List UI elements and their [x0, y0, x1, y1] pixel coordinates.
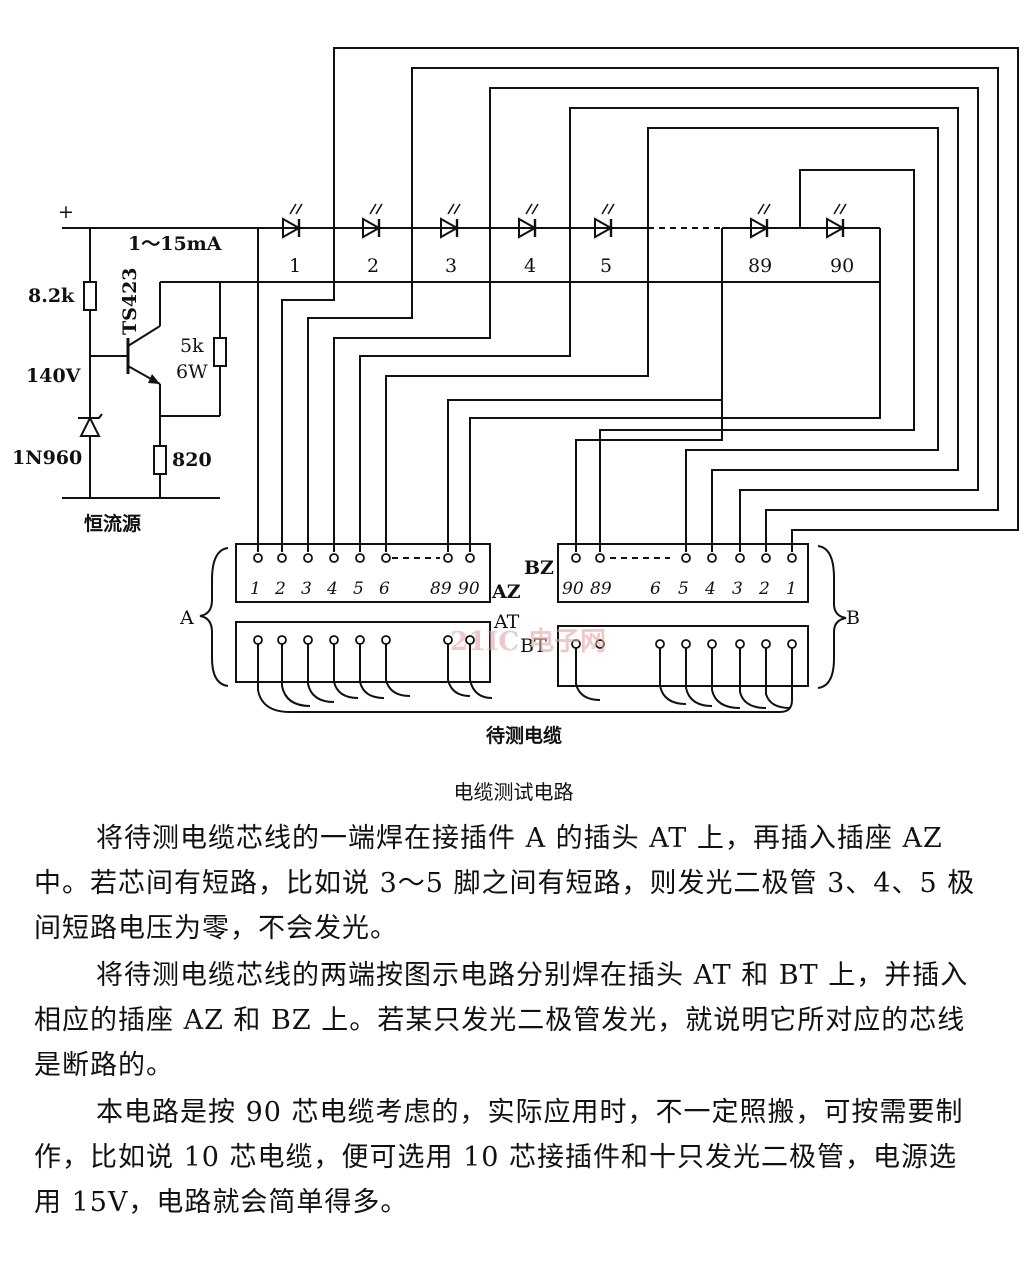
led-2 — [361, 202, 384, 239]
resistor-8.2k — [83, 281, 97, 311]
bz-pin-4: 4 — [704, 579, 716, 599]
az-pin-4: 4 — [326, 579, 338, 599]
transistor-label: TS423 — [119, 267, 141, 335]
bz-pin-90: 90 — [562, 579, 584, 599]
b-label: B — [846, 607, 860, 629]
paragraph-3: 本电路是按 90 芯电缆考虑的，实际应用时，不一定照搬，可按需要制作，比如说 1… — [34, 1097, 964, 1218]
az-pin-5: 5 — [353, 579, 364, 599]
bz-pin-1: 1 — [786, 579, 797, 599]
led-label-90: 90 — [830, 255, 854, 277]
az-pin-89: 89 — [430, 579, 452, 599]
r1-label: 8.2k — [28, 285, 75, 307]
led-89 — [749, 202, 772, 239]
a-label: A — [179, 607, 194, 629]
led-1 — [281, 202, 304, 239]
at-plug — [235, 621, 491, 683]
r-load-label-2: 6W — [176, 361, 208, 383]
led-5 — [593, 202, 616, 239]
bz-pin-5: 5 — [678, 579, 689, 599]
cable-under-test: 待测电缆 — [257, 644, 793, 747]
bt-plug — [557, 625, 809, 687]
bz-pin-89: 89 — [590, 579, 612, 599]
led-3 — [439, 202, 462, 239]
r-emitter-label: 820 — [172, 449, 212, 471]
az-label: AZ — [491, 581, 521, 603]
led-label-89: 89 — [748, 255, 772, 277]
az-pin-1: 1 — [250, 579, 261, 599]
connector-a: 1 2 3 4 5 6 89 90 AZ AT A — [179, 543, 521, 687]
az-pin-2: 2 — [274, 579, 286, 599]
plus-label: + — [58, 201, 74, 223]
bz-pin-2: 2 — [758, 579, 770, 599]
bz-socket — [557, 543, 809, 603]
paragraph-2: 将待测电缆芯线的两端按图示电路分别焊在插头 AT 和 BT 上，并插入相应的插座… — [34, 960, 969, 1081]
diode-label: 1N960 — [12, 447, 82, 469]
led-label-5: 5 — [600, 255, 612, 277]
cable-test-circuit-diagram: + 8.2k 140V 1N960 恒流源 TS423 — [12, 47, 1019, 747]
current-label: 1～15mA — [128, 233, 222, 255]
source-label: 恒流源 — [84, 512, 141, 535]
voltage-label: 140V — [26, 365, 82, 387]
figure-caption: 电缆测试电路 — [453, 780, 574, 804]
led-label-1: 1 — [289, 255, 301, 277]
resistor-820 — [153, 445, 167, 475]
connector-b: 90 89 6 5 4 3 2 1 BZ BT B — [520, 543, 860, 689]
az-socket — [235, 543, 491, 603]
az-pin-90: 90 — [458, 579, 480, 599]
zener-diode — [78, 412, 103, 498]
bt-label: BT — [520, 635, 547, 657]
bz-pin-6: 6 — [650, 579, 661, 599]
led-label-3: 3 — [445, 255, 457, 277]
current-source: + 8.2k 140V 1N960 恒流源 TS423 — [12, 201, 258, 535]
watermark-logo: 21IC 电子网 — [450, 627, 606, 657]
bz-pin-3: 3 — [732, 579, 743, 599]
resistor-5k — [213, 337, 227, 367]
az-pin-6: 6 — [379, 579, 390, 599]
led-90 — [825, 202, 848, 239]
az-wiring — [257, 47, 1019, 552]
paragraph-1: 将待测电缆芯线的一端焊在接插件 A 的插头 AT 上，再插入插座 AZ 中。若芯… — [34, 823, 976, 944]
led-4 — [517, 202, 540, 239]
r-load-label-1: 5k — [180, 335, 204, 357]
led-label-2: 2 — [367, 255, 379, 277]
cable-label: 待测电缆 — [486, 724, 562, 747]
at-label: AT — [493, 611, 520, 633]
led-label-4: 4 — [524, 255, 536, 277]
body-text: 将待测电缆芯线的一端焊在接插件 A 的插头 AT 上，再插入插座 AZ 中。若芯… — [34, 816, 984, 1225]
az-pin-3: 3 — [301, 579, 312, 599]
bz-label: BZ — [524, 557, 554, 579]
